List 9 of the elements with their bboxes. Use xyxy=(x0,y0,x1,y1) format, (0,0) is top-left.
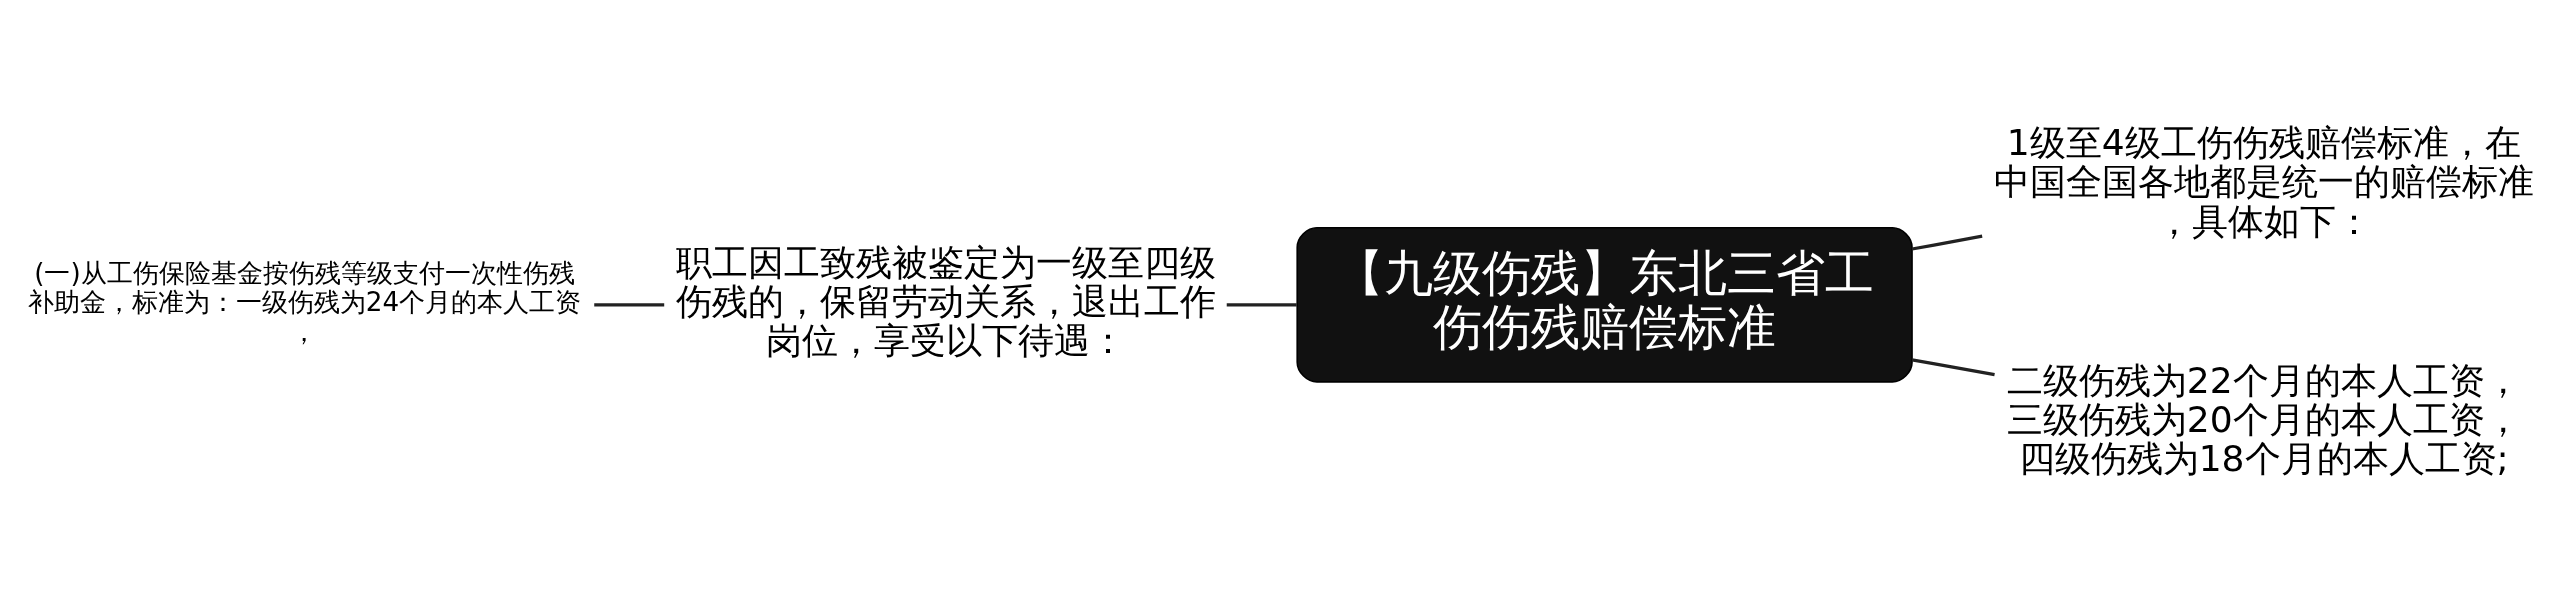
connector xyxy=(594,302,665,306)
connector xyxy=(1226,302,1297,306)
node-text: 职工因工致残被鉴定为一级至四级伤残的，保留劳动关系，退出工作岗位，享受以下待遇： xyxy=(675,241,1216,362)
node-text: 1级至4级工伤伤残赔偿标准，在中国全国各地都是统一的赔偿标准，具体如下： xyxy=(1993,121,2534,243)
node-text: 二级伤残为22个月的本人工资，三级伤残为20个月的本人工资，四级伤残为18个月的本人工资; xyxy=(2006,359,2521,480)
node-text: (一)从工伤保险基金按伤残等级支付一次性伤残补助金，标准为：一级伤残为24个月的本人工资， xyxy=(27,257,582,347)
connector xyxy=(1911,234,1983,251)
connector xyxy=(1911,357,1995,376)
node-box: 【九级伤残】东北三省工伤伤残赔偿标准 xyxy=(1296,226,1913,383)
